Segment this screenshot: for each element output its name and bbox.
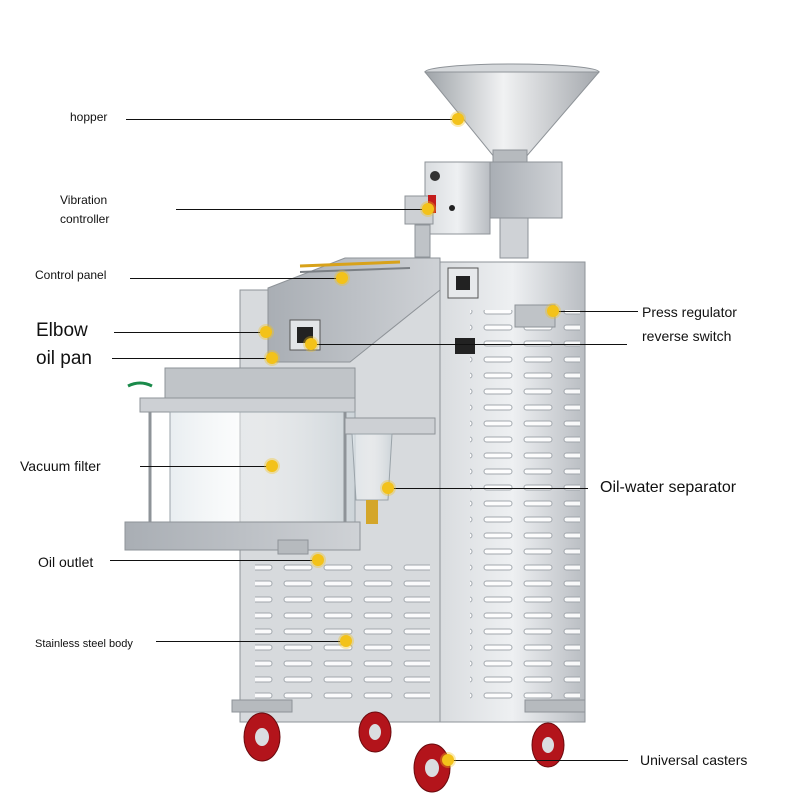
vacuum-filter-marker (266, 460, 278, 472)
oil-pan-label: oil pan (36, 348, 92, 369)
vibration-controller-label-line2: controller (60, 212, 110, 226)
vibration-controller-leader-line (176, 209, 428, 210)
hopper-shape (423, 63, 601, 165)
casters-shape (231, 699, 586, 793)
hopper-marker (452, 113, 464, 125)
oil-pan-tray (139, 397, 356, 413)
oil-outlet-label: Oil outlet (38, 554, 94, 570)
universal-casters-marker (442, 754, 454, 766)
reverse-switch-leader-line (311, 344, 627, 345)
elbow-label: Elbow (36, 320, 88, 341)
elbow-leader-line (114, 332, 266, 333)
vacuum-filter-leader-line (140, 466, 272, 467)
oil-outlet-marker (312, 554, 324, 566)
vibration-controller-marker (422, 203, 434, 215)
control-panel-leader-line (130, 278, 342, 279)
reverse-switch-marker (305, 338, 317, 350)
stainless-steel-body-label: Stainless steel body (35, 638, 133, 650)
oil-outlet-leader-line (110, 560, 318, 561)
control-panel-marker (336, 272, 348, 284)
vacuum-filter-shape (148, 411, 356, 528)
control-panel-label: Control panel (35, 268, 107, 282)
vibration-controller-box (404, 161, 563, 259)
oil-water-separator-marker (382, 482, 394, 494)
reverse-switch-label: reverse switch (642, 328, 732, 344)
stainless-steel-body-leader-line (156, 641, 346, 642)
oil-water-separator-shape (344, 417, 436, 524)
oil-pan-marker (266, 352, 278, 364)
vibration-controller-label-line1: Vibration (60, 193, 108, 207)
oil-water-separator-label: Oil-water separator (600, 479, 737, 496)
elbow-marker (260, 326, 272, 338)
hopper-leader-line (126, 119, 458, 120)
oil-pan-leader-line (112, 358, 272, 359)
hopper-label: hopper (70, 110, 108, 124)
control-panel-housing (267, 257, 441, 363)
universal-casters-leader-line (448, 760, 628, 761)
oil-water-separator-leader-line (388, 488, 588, 489)
press-regulator-marker (547, 305, 559, 317)
vacuum-filter-label: Vacuum filter (20, 458, 101, 474)
stainless-steel-body-marker (340, 635, 352, 647)
press-regulator-leader-line (553, 311, 638, 312)
universal-casters-label: Universal casters (640, 752, 748, 768)
press-regulator-label: Press regulator (642, 304, 737, 320)
